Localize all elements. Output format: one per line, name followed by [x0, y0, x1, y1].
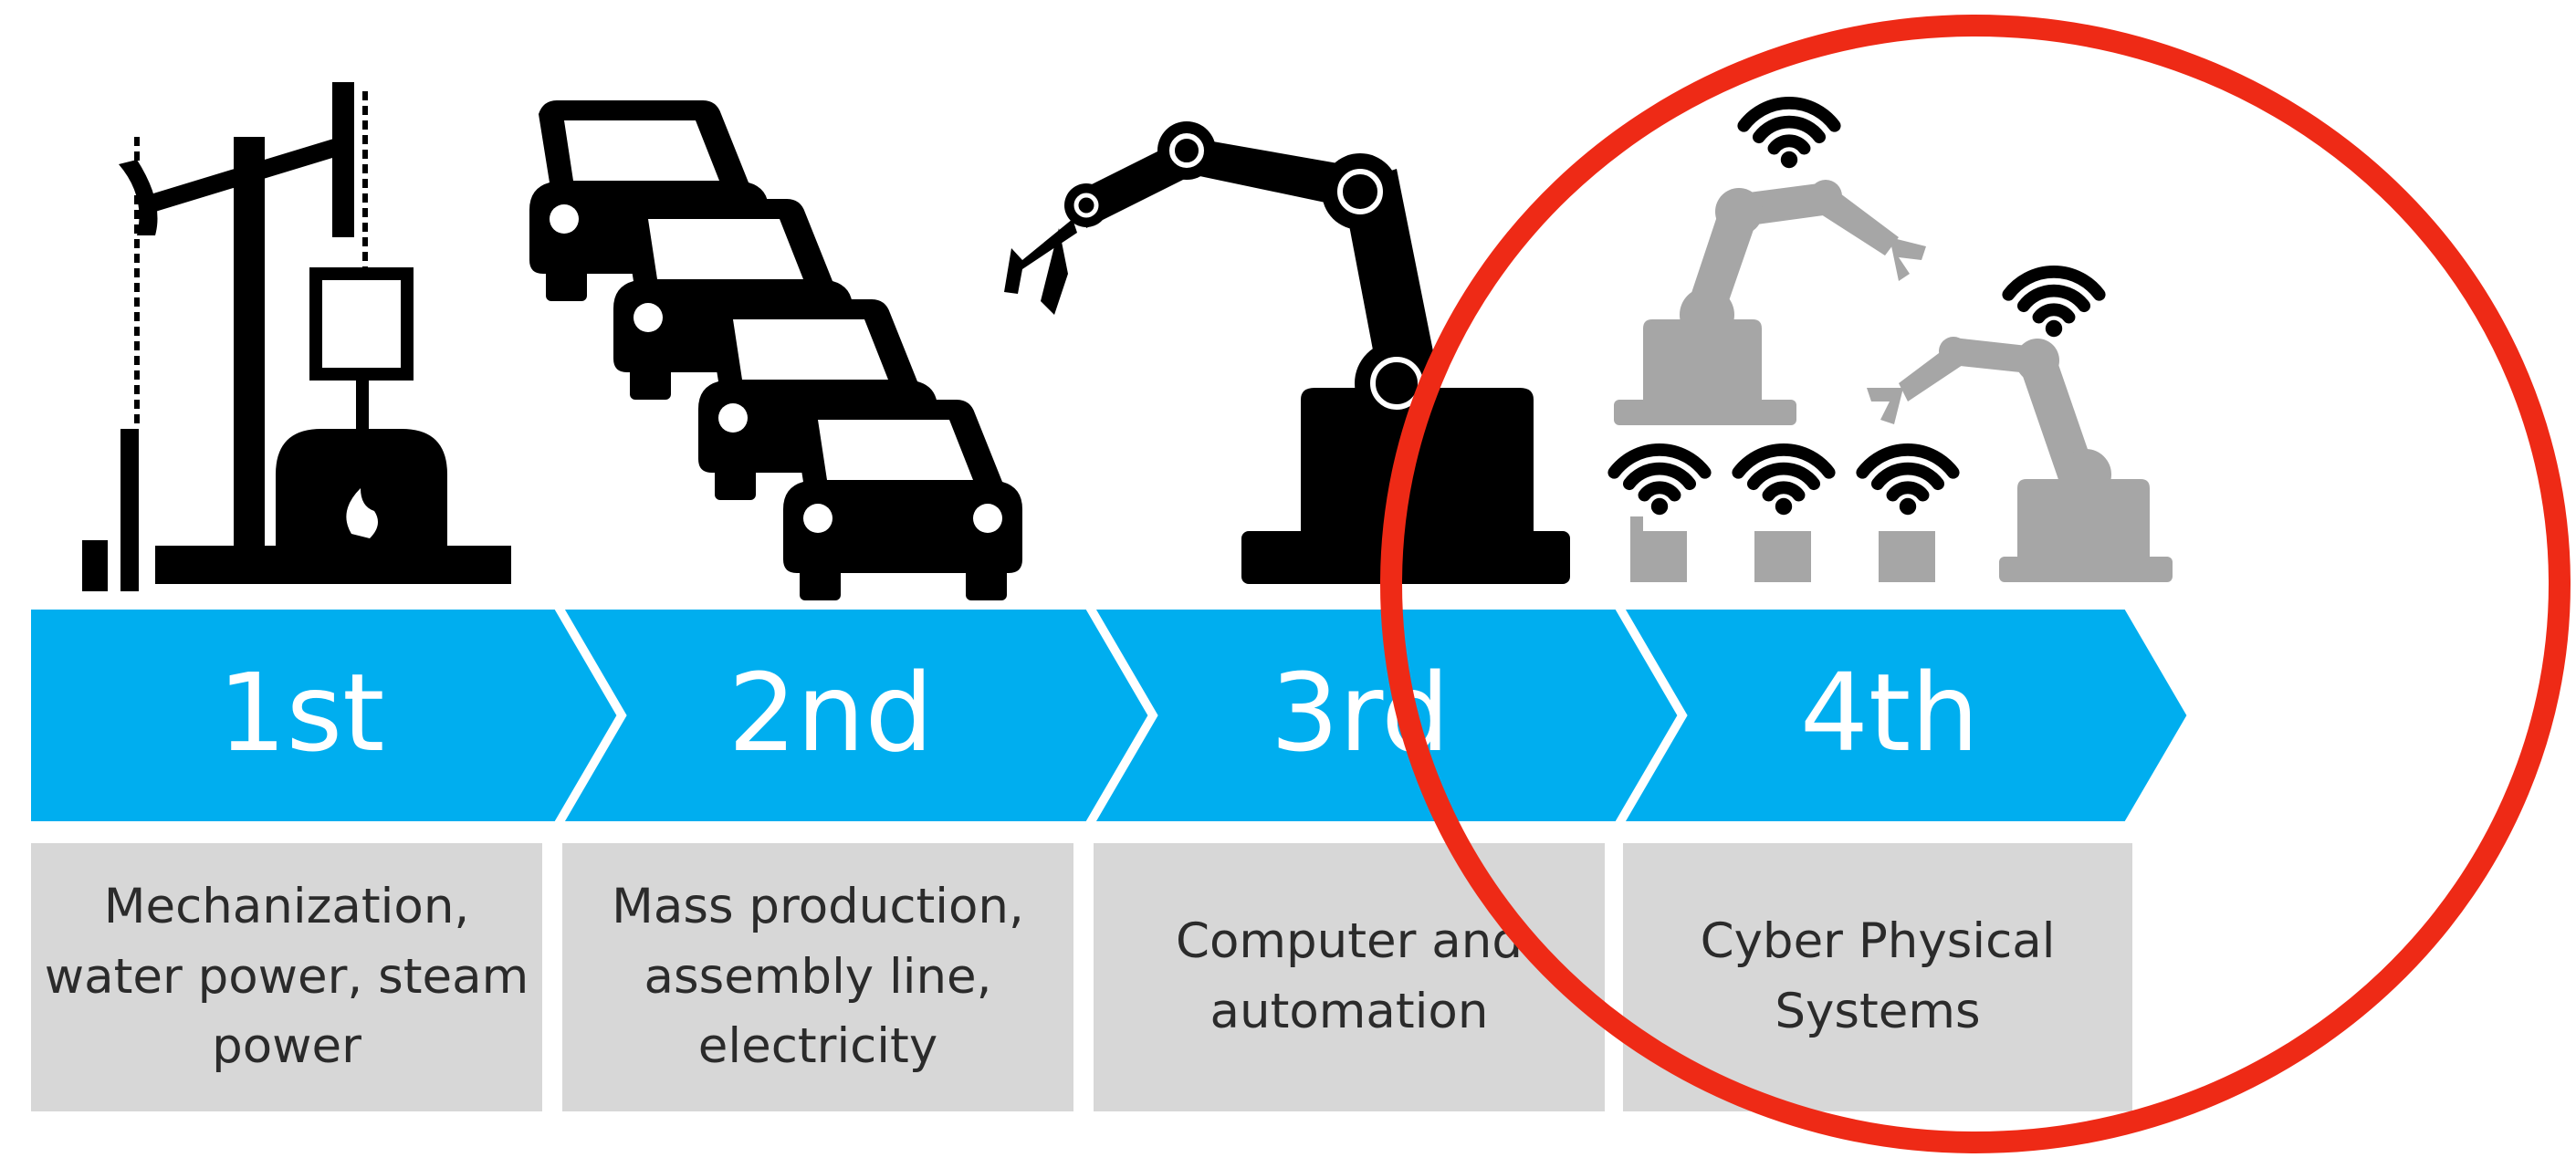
robot-a-base-plate — [1614, 400, 1796, 425]
pump-mast — [234, 137, 265, 548]
stage-3-description: Computer and automation — [1094, 843, 1605, 1111]
robot-b-gripper — [1867, 388, 1903, 424]
sensor-node-3 — [1879, 531, 1935, 582]
industrial-robot-arm-icon — [1004, 121, 1570, 584]
car-icon — [783, 400, 1022, 600]
robot-gripper-finger — [1041, 228, 1068, 315]
robot-a-joint-3 — [1809, 180, 1842, 213]
stage-3-label: 3rd — [1271, 650, 1450, 776]
stage-4-label: 4th — [1800, 650, 1979, 776]
robot-b-joint-2 — [2016, 339, 2059, 382]
assembly-line-cars-icon — [529, 100, 1022, 600]
robot-a-joint — [1680, 287, 1734, 342]
robot-a-joint-2 — [1715, 188, 1763, 235]
piston-cylinder — [309, 267, 414, 381]
wifi-icon — [1856, 443, 1960, 516]
robot-gripper — [1004, 219, 1077, 294]
pump-base — [155, 546, 511, 584]
robot-b-joint — [2060, 449, 2111, 500]
pump-post — [120, 429, 139, 591]
sensor-node-1 — [1630, 531, 1687, 582]
stage-1-description: Mechanization, water power, steam power — [31, 843, 542, 1111]
pump-post-small — [82, 540, 108, 591]
wifi-icon — [1607, 443, 1712, 516]
robot-base-plate — [1241, 531, 1570, 584]
firebox — [276, 429, 447, 546]
piston-rod — [356, 374, 369, 429]
wifi-icon — [1732, 443, 1836, 516]
stage-2-description: Mass production, assembly line, electric… — [562, 843, 1073, 1111]
robot-joint-hand-ring — [1073, 193, 1099, 218]
walking-beam — [153, 137, 341, 212]
robot-joint-elbow — [1322, 153, 1398, 230]
fire-icon — [346, 488, 378, 538]
sensor-node-2 — [1754, 531, 1811, 582]
stage-4-description: Cyber Physical Systems — [1623, 843, 2132, 1111]
stage-2-label: 2nd — [728, 650, 934, 776]
robot-joint-wrist-ring — [1169, 133, 1204, 168]
wifi-icon — [1737, 97, 1841, 169]
counterweight — [332, 82, 354, 237]
oil-pump-steam-engine-icon — [82, 82, 511, 591]
robot-joint-base — [1355, 341, 1439, 425]
wifi-icon — [2002, 266, 2106, 338]
stage-1-label: 1st — [218, 650, 385, 776]
robot-a-gripper — [1890, 237, 1926, 281]
connected-robots-wifi-icon — [1607, 97, 2173, 582]
robot-joint-hand — [1064, 183, 1108, 227]
robot-joint-wrist — [1157, 121, 1216, 180]
sensor-node-1-stem — [1630, 516, 1643, 535]
robot-b-joint-3 — [1939, 337, 1968, 366]
robot-b-base-plate — [1999, 557, 2173, 582]
